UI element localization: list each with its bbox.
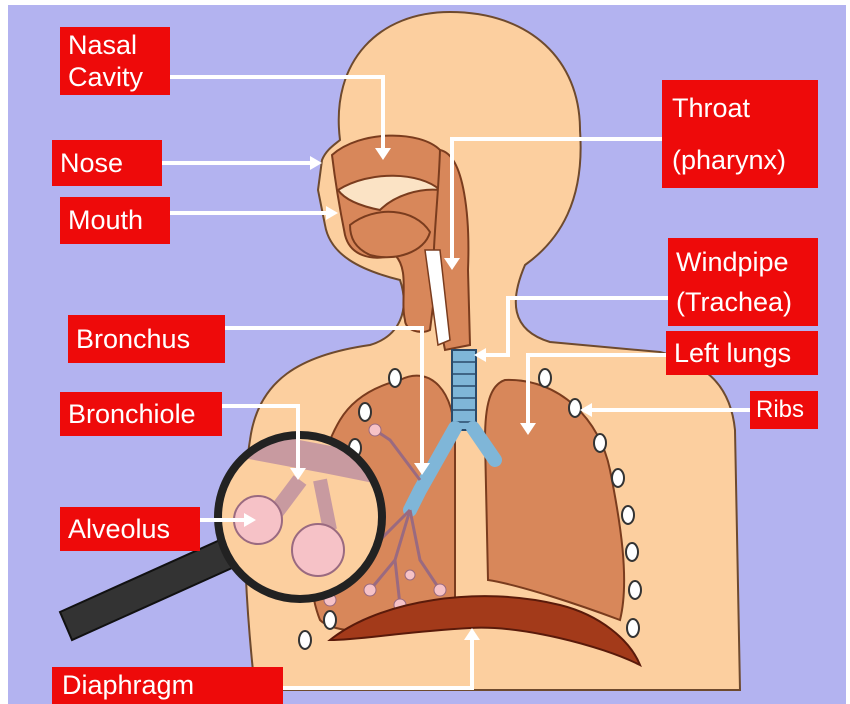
label-alveolus: Alveolus	[60, 507, 200, 551]
label-bronchus-text: Bronchus	[76, 317, 217, 361]
label-nasal-cavity: Nasal Cavity	[60, 27, 170, 95]
label-nose-text: Nose	[60, 142, 154, 184]
label-windpipe: Windpipe (Trachea)	[668, 238, 818, 326]
label-windpipe-line2: (Trachea)	[676, 282, 810, 322]
label-left-lungs-text: Left lungs	[674, 333, 810, 373]
label-throat-line2: (pharynx)	[672, 134, 808, 186]
label-bronchus: Bronchus	[68, 315, 225, 363]
label-nasal-cavity-line2: Cavity	[68, 61, 162, 93]
label-bronchiole: Bronchiole	[60, 392, 222, 436]
label-nasal-cavity-line1: Nasal	[68, 29, 162, 61]
label-left-lungs: Left lungs	[666, 331, 818, 375]
label-diaphragm: Diaphragm	[52, 667, 283, 704]
label-bronchiole-text: Bronchiole	[68, 394, 214, 434]
label-throat: Throat (pharynx)	[662, 80, 818, 188]
label-ribs-text: Ribs	[756, 393, 812, 427]
label-diaphragm-text: Diaphragm	[62, 667, 273, 703]
label-mouth-text: Mouth	[68, 199, 162, 242]
label-alveolus-text: Alveolus	[68, 509, 192, 549]
label-mouth: Mouth	[60, 197, 170, 244]
label-ribs: Ribs	[750, 391, 818, 429]
label-nose: Nose	[52, 140, 162, 186]
label-windpipe-line1: Windpipe	[676, 242, 810, 282]
label-throat-line1: Throat	[672, 82, 808, 134]
